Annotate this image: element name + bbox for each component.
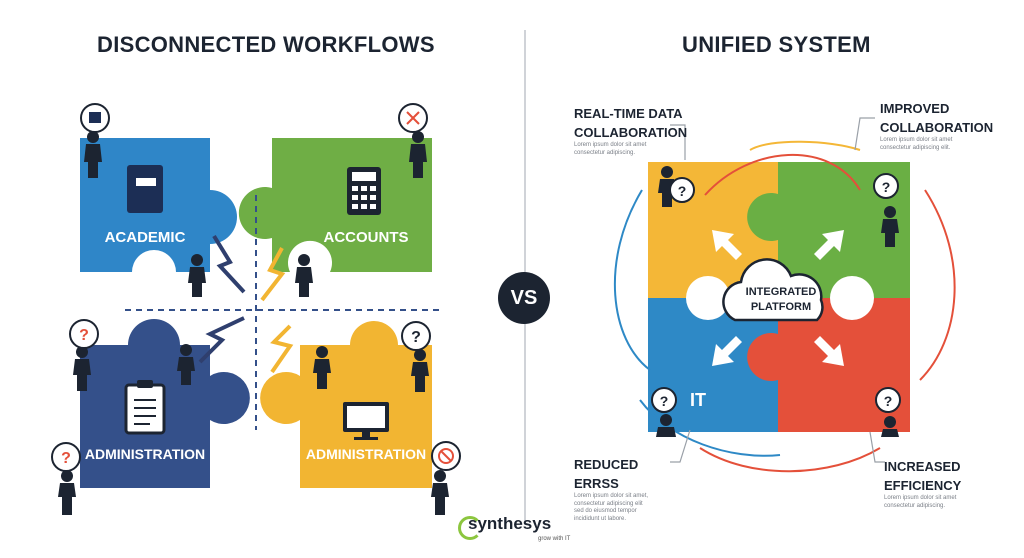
lightning-bolt-icon — [212, 234, 246, 294]
benefit-reduced-errors: REDUCED ERRSS Lorem ipsum dolor sit amet… — [574, 455, 684, 523]
clipboard-icon — [124, 380, 166, 435]
disconnected-puzzle-diagram: ? ? ? — [51, 103, 461, 515]
green-puzzle-piece — [747, 162, 910, 298]
unified-puzzle-diagram: ? ? ? ? — [613, 117, 956, 473]
benefit-text: Lorem ipsum dolor sit amet, consectetur … — [574, 493, 649, 522]
person-icon — [431, 470, 449, 515]
lightning-bolt-icon — [270, 324, 294, 374]
logo-ring-icon — [458, 516, 482, 540]
svg-text:?: ? — [79, 327, 89, 344]
person-icon — [656, 414, 676, 437]
person-icon — [409, 131, 427, 178]
thought-bubble-question-icon: ? — [669, 177, 695, 203]
benefit-improved-collaboration: IMPROVED COLLABORATION Lorem ipsum dolor… — [880, 99, 1000, 152]
connector-line — [869, 431, 885, 463]
person-icon — [295, 254, 313, 297]
person-icon — [73, 346, 91, 391]
connector-line — [854, 117, 875, 151]
connector-line — [670, 429, 691, 463]
administration-label-right: ADMINISTRATION — [305, 446, 427, 462]
person-icon — [58, 470, 76, 515]
lightning-bolt-icon — [260, 247, 286, 302]
thought-bubble-icon — [80, 103, 110, 133]
blue-puzzle-piece — [648, 298, 809, 432]
person-icon — [313, 346, 331, 389]
thought-bubble-question-icon: ? — [873, 173, 899, 199]
svg-text:?: ? — [61, 450, 71, 467]
benefit-text: Lorem ipsum dolor sit amet consectetur a… — [884, 495, 957, 509]
logo-name: synthesys — [468, 514, 552, 533]
benefit-increased-efficiency: INCREASED EFFICIENCY Lorem ipsum dolor s… — [884, 457, 994, 510]
svg-text:?: ? — [660, 393, 669, 409]
person-icon — [177, 344, 195, 385]
svg-text:?: ? — [882, 179, 891, 195]
benefit-title: REDUCED ERRSS — [574, 457, 639, 491]
monitor-icon — [343, 402, 389, 440]
lightning-bolt-icon — [198, 316, 245, 364]
thought-bubble-blocked-icon — [431, 441, 461, 471]
arrow-icon — [712, 230, 844, 366]
benefit-title: INCREASED EFFICIENCY — [884, 459, 962, 493]
right-title: UNIFIED SYSTEM — [682, 32, 871, 57]
accounts-label: ACCOUNTS — [323, 229, 409, 246]
vs-badge: VS — [498, 272, 550, 324]
integrated-platform-label: INTEGRATED PLATFORM — [745, 286, 817, 313]
cloud-icon — [722, 258, 824, 322]
person-icon — [188, 254, 206, 297]
benefit-title: IMPROVED COLLABORATION — [880, 101, 994, 135]
red-puzzle-piece — [747, 298, 910, 432]
benefit-text: Lorem ipsum dolor sit amet consectetur a… — [574, 142, 647, 156]
accounts-puzzle-piece — [238, 138, 432, 272]
benefit-text: Lorem ipsum dolor sit amet consectetur a… — [880, 137, 953, 151]
benefit-realtime-collaboration: REAL-TIME DATA COLLABORATION Lorem ipsum… — [574, 104, 688, 157]
svg-text:?: ? — [678, 183, 687, 199]
thought-bubble-cross-icon — [398, 103, 428, 133]
calculator-icon — [347, 167, 381, 215]
book-icon — [127, 165, 163, 213]
person-icon — [84, 131, 102, 178]
benefit-title: REAL-TIME DATA COLLABORATION — [574, 106, 688, 140]
connector-line — [670, 124, 686, 160]
left-title: DISCONNECTED WORKFLOWS — [97, 32, 435, 57]
it-label: IT — [690, 390, 706, 410]
academic-label: ACADEMIC — [104, 229, 186, 246]
svg-text:?: ? — [884, 393, 893, 409]
person-icon — [411, 349, 429, 392]
logo-tagline: grow with IT — [538, 536, 571, 542]
thought-bubble-question-icon: ? — [651, 387, 677, 413]
thought-bubble-question-icon: ? — [401, 321, 431, 351]
administration-label-left: ADMINISTRATION — [84, 446, 206, 462]
svg-text:?: ? — [411, 329, 421, 346]
person-icon — [881, 416, 899, 437]
person-icon — [881, 206, 899, 247]
thought-bubble-question-icon: ? — [875, 387, 901, 413]
thought-bubble-question-icon: ? — [69, 319, 99, 349]
thought-bubble-question-icon: ? — [51, 442, 81, 472]
